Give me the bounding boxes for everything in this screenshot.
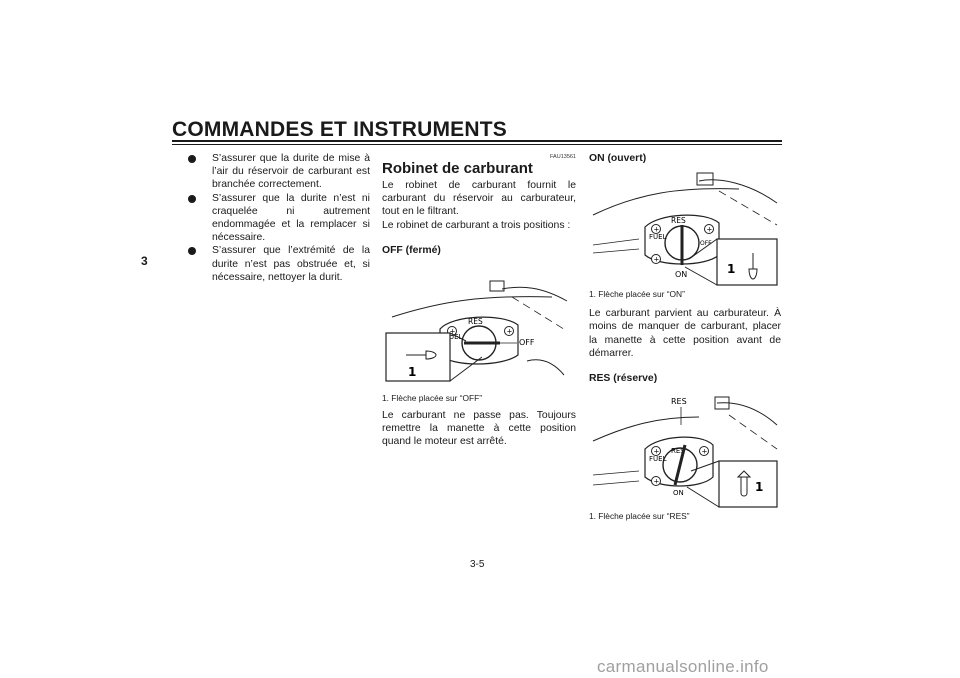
on-heading: ON (ouvert): [589, 153, 647, 164]
res-label: RES: [468, 317, 483, 326]
page-title: COMMANDES ET INSTRUMENTS: [172, 118, 507, 141]
middle-column: FAU13561 Robinet de carburant Le robinet…: [382, 152, 576, 449]
fuel-label: FUEL: [445, 333, 463, 341]
list-item: S’assurer que la durite de mise à l’air …: [188, 152, 370, 192]
on-paragraph: Le carburant parvient au carburateur. À …: [589, 308, 781, 359]
svg-text:+: +: [654, 448, 660, 456]
fuel-cock-off-figure: + + FUEL RES OFF 1: [385, 280, 568, 382]
watermark: carmanualsonline.info: [597, 657, 769, 676]
off-heading: OFF (fermé): [382, 244, 441, 256]
on-caption: 1. Flèche placée sur “ON”: [589, 289, 685, 300]
fuel-label: FUEL: [649, 455, 667, 463]
off-label: OFF: [519, 338, 535, 347]
callout-number: 1: [408, 365, 416, 379]
intro-paragraph: Le robinet de carburant fournit le carbu…: [382, 180, 576, 218]
right-column: ON (ouvert) + + + FUEL RES OFF ON 1 1. F…: [589, 152, 781, 521]
chapter-tab: 3: [141, 254, 148, 268]
res-label: RES: [671, 216, 686, 225]
section-heading: Robinet de carburant: [382, 160, 533, 177]
svg-text:+: +: [654, 478, 660, 486]
svg-text:+: +: [654, 256, 660, 264]
svg-text:+: +: [507, 328, 513, 336]
fuel-label: FUEL: [649, 233, 667, 241]
svg-text:+: +: [707, 226, 713, 234]
res-label: RES: [671, 447, 685, 455]
bullet-text: S’assurer que la durite n’est ni craquel…: [212, 192, 370, 244]
svg-text:+: +: [654, 226, 660, 234]
res-heading: RES (réserve): [589, 373, 658, 385]
bullet-text: S’assurer que l’extrémité de la durite n…: [212, 245, 370, 283]
res-label: RES: [671, 397, 687, 406]
on-label: ON: [675, 270, 687, 279]
left-column: S’assurer que la durite de mise à l’air …: [188, 152, 370, 284]
header-rule-thin: [172, 144, 782, 145]
callout-number: 1: [755, 480, 763, 494]
off-paragraph: Le carburant ne passe pas. Toujours reme…: [382, 410, 576, 448]
bullet-icon: [188, 194, 196, 203]
list-item: S’assurer que l’extrémité de la durite n…: [188, 244, 370, 284]
fuel-cock-on-figure: + + + FUEL RES OFF ON 1: [592, 172, 778, 286]
code-reference: FAU13561: [550, 154, 576, 160]
on-label: ON: [673, 489, 684, 497]
off-label: OFF: [700, 240, 712, 247]
header-rule: [172, 140, 782, 142]
bullet-icon: [188, 155, 196, 163]
res-caption: 1. Flèche placée sur “RES”: [589, 511, 690, 522]
fuel-cock-res-figure: RES + + + FUEL RES ON 1: [592, 396, 778, 508]
callout-number: 1: [727, 262, 735, 276]
svg-text:+: +: [450, 328, 456, 336]
list-item: S’assurer que la durite n’est ni craquel…: [188, 192, 370, 245]
off-caption: 1. Flèche placée sur “OFF”: [382, 393, 483, 404]
svg-text:+: +: [702, 448, 708, 456]
bullet-text: S’assurer que la durite de mise à l’air …: [212, 153, 370, 191]
bullet-icon: [188, 247, 196, 256]
page-number: 3-5: [470, 559, 485, 570]
intro-paragraph-2: Le robinet de carburant a trois position…: [382, 219, 571, 231]
